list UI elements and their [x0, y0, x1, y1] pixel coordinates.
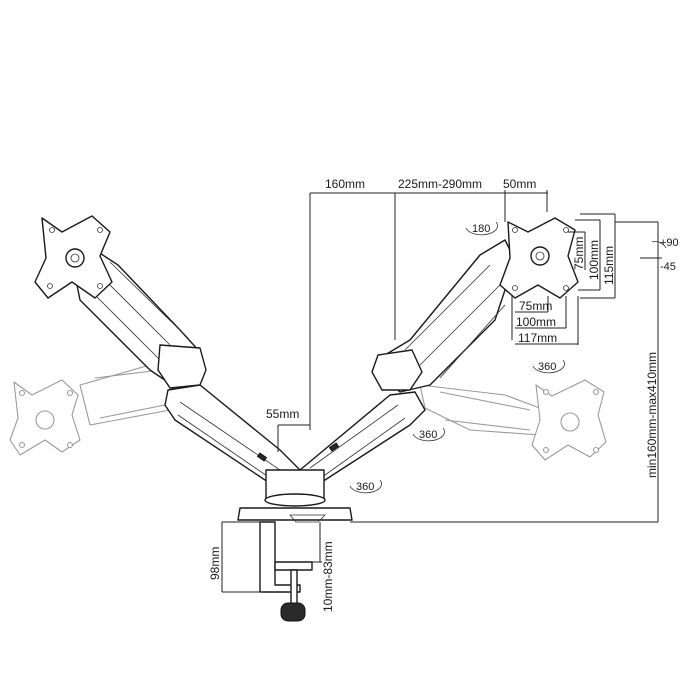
dim-vesa-h-75: 75mm [519, 299, 552, 313]
dim-vesa-v-100: 100mm [587, 240, 601, 280]
desk-base [237, 507, 353, 523]
dim-vesa-v-75: 75mm [572, 237, 586, 270]
dim-pole-55: 55mm [266, 407, 299, 421]
ghost-right-arm [419, 384, 546, 436]
center-pole [264, 469, 326, 507]
left-vesa-plate [34, 215, 113, 299]
rotation-arrows [349, 221, 667, 494]
right-gas-spring-arm [371, 239, 516, 393]
swivel-360-right-label: 360 [538, 361, 556, 373]
rotate-180-label: 180 [472, 223, 490, 235]
dim-clamp-98: 98mm [208, 547, 222, 580]
right-vesa-plate [499, 217, 579, 299]
ghost-left-vesa-plate [9, 379, 81, 456]
dim-vesa-h-117: 117mm [518, 331, 557, 345]
dim-offset-50: 50mm [503, 177, 536, 191]
dim-arm-225-290: 225mm-290mm [398, 177, 482, 191]
ghost-right-vesa-plate [531, 379, 607, 461]
dim-desk-10-83: 10mm-83mm [321, 541, 335, 612]
tilt-down-label: -45 [660, 261, 676, 273]
tilt-up-label: +90 [660, 237, 679, 249]
dim-height-min-max: min160mm-max410mm [645, 352, 659, 478]
dimension-lines [221, 190, 662, 593]
dim-vesa-v-115: 115mm [602, 246, 616, 285]
swivel-360-mid-label: 360 [419, 429, 437, 441]
dim-reach-160: 160mm [325, 177, 365, 191]
desk-clamp [259, 521, 313, 622]
dim-vesa-h-100: 100mm [516, 315, 556, 329]
swivel-360-base-label: 360 [356, 481, 374, 493]
